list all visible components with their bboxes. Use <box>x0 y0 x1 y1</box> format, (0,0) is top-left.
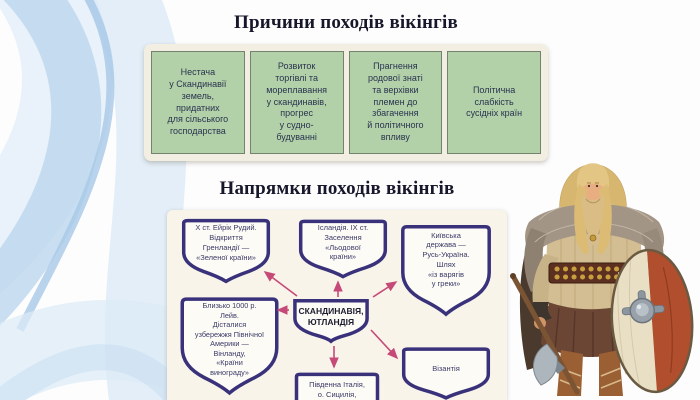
shield-shape-icon <box>177 295 282 397</box>
south-italy-label: Південна Італія, о. Сицилія, <box>309 379 365 399</box>
shield-shape-icon <box>398 223 494 318</box>
direction-shield-vinland: Близько 1000 р. Лейв. Дісталися узбережж… <box>177 295 282 397</box>
byzantium-label: Візантія <box>432 363 460 373</box>
cause-box-weak-neighbours: Політична слабкість сусідніх країн <box>447 51 541 154</box>
direction-shield-south-italy: Південна Італія, о. Сицилія, <box>292 372 382 400</box>
viking-warrior-illustration <box>510 163 694 396</box>
iceland-label: Ісландія. IX ст. Заселення «Льодової кра… <box>317 223 369 262</box>
direction-shield-iceland: Ісландія. IX ст. Заселення «Льодової кра… <box>296 219 390 279</box>
cause-box-nobility-enrichment: Прагнення родової знаті та верхівки плем… <box>348 51 443 154</box>
vinland-label: Близько 1000 р. Лейв. Дісталися узбережж… <box>194 301 265 377</box>
shield-shape-icon <box>179 218 273 284</box>
shield-shape-icon <box>399 347 493 400</box>
direction-shield-greenland: X ст. Ейрік Рудий. Відкриття Гренландії … <box>179 218 273 284</box>
shield-shape-icon <box>296 219 390 279</box>
direction-shield-byzantium: Візантія <box>399 347 493 400</box>
greenland-label: X ст. Ейрік Рудий. Відкриття Гренландії … <box>195 223 257 262</box>
direction-arrows <box>263 271 399 369</box>
causes-panel: Нестача у Скандинавії земель, придатних … <box>144 44 548 161</box>
shield-shape-icon <box>290 298 372 344</box>
direction-center-scandinavia: СКАНДИНАВІЯ, ЮТЛАНДІЯ <box>290 298 372 344</box>
directions-diagram: X ст. Ейрік Рудий. Відкриття Гренландії … <box>167 210 507 400</box>
cause-box-land-shortage: Нестача у Скандинавії земель, придатних … <box>151 51 245 154</box>
directions-title: Напрямки походів вікінгів <box>219 178 455 199</box>
viking-round-shield <box>610 248 694 394</box>
cause-box-trade-seafaring: Розвиток торгівлі та мореплавання у скан… <box>249 51 344 154</box>
scandinavia-label: СКАНДИНАВІЯ, ЮТЛАНДІЯ <box>298 306 364 328</box>
direction-shield-kyiv-rus: Київська держава — Русь-Україна. Шлях «і… <box>398 223 494 318</box>
causes-title: Причини походів вікінгів <box>234 12 458 33</box>
kyiv-rus-label: Київська держава — Русь-Україна. Шлях «і… <box>422 230 470 289</box>
arrow-to-byzantium <box>370 329 399 360</box>
shield-shape-icon <box>292 372 382 400</box>
arrow-to-greenland <box>263 271 298 297</box>
arrow-to-kyiv-rus <box>372 281 398 298</box>
